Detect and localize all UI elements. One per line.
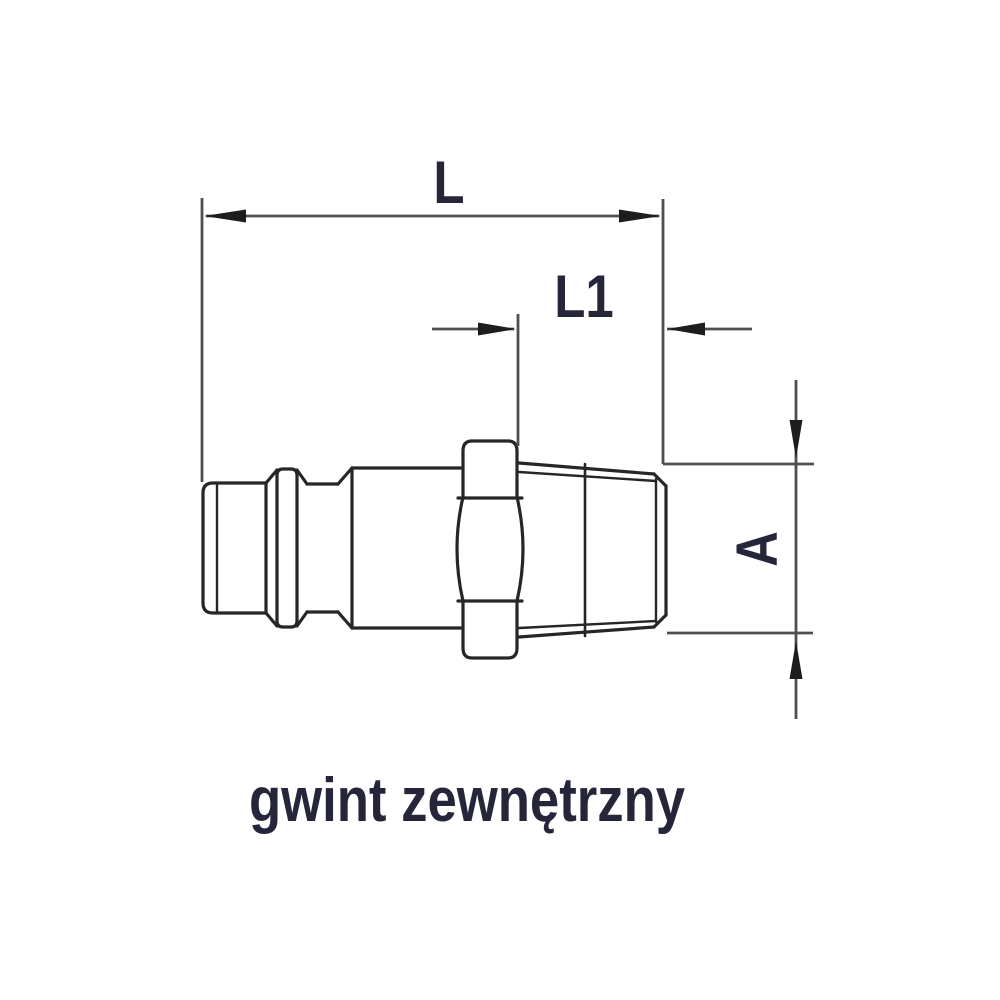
collar-band (275, 467, 299, 629)
thread-end-chamfers (652, 472, 668, 629)
dim-label-a: A (725, 531, 790, 567)
thread-crest-top (517, 461, 656, 476)
groove-edges (305, 482, 340, 614)
part-outline-group (201, 439, 668, 660)
dim-l-arrow-left (204, 209, 246, 223)
collar-chamfer-left (264, 468, 279, 628)
thread-root-top (517, 470, 658, 483)
dimension-arrows-group (204, 209, 803, 679)
dim-label-l: L (433, 149, 464, 216)
dim-l1-arrow-left (478, 322, 516, 336)
dim-l-arrow-right (619, 209, 661, 223)
dim-a-arrow-bottom (789, 641, 803, 679)
hex-flat-lines (456, 496, 524, 603)
dimension-lines-group (200, 198, 814, 719)
collar-chamfer-right (295, 468, 309, 628)
thread-crest-bottom (517, 625, 656, 639)
dim-label-l1: L1 (554, 263, 614, 330)
dim-l1-arrow-right (667, 322, 705, 336)
dim-a-arrow-top (789, 420, 803, 458)
hex-nut-outline (455, 439, 525, 660)
drawing-caption: gwint zewnętrzny (249, 766, 685, 835)
tip-outline (201, 481, 268, 615)
body-chamfer (336, 466, 354, 630)
thread-root-bottom (517, 619, 658, 630)
body-outline (350, 466, 463, 630)
